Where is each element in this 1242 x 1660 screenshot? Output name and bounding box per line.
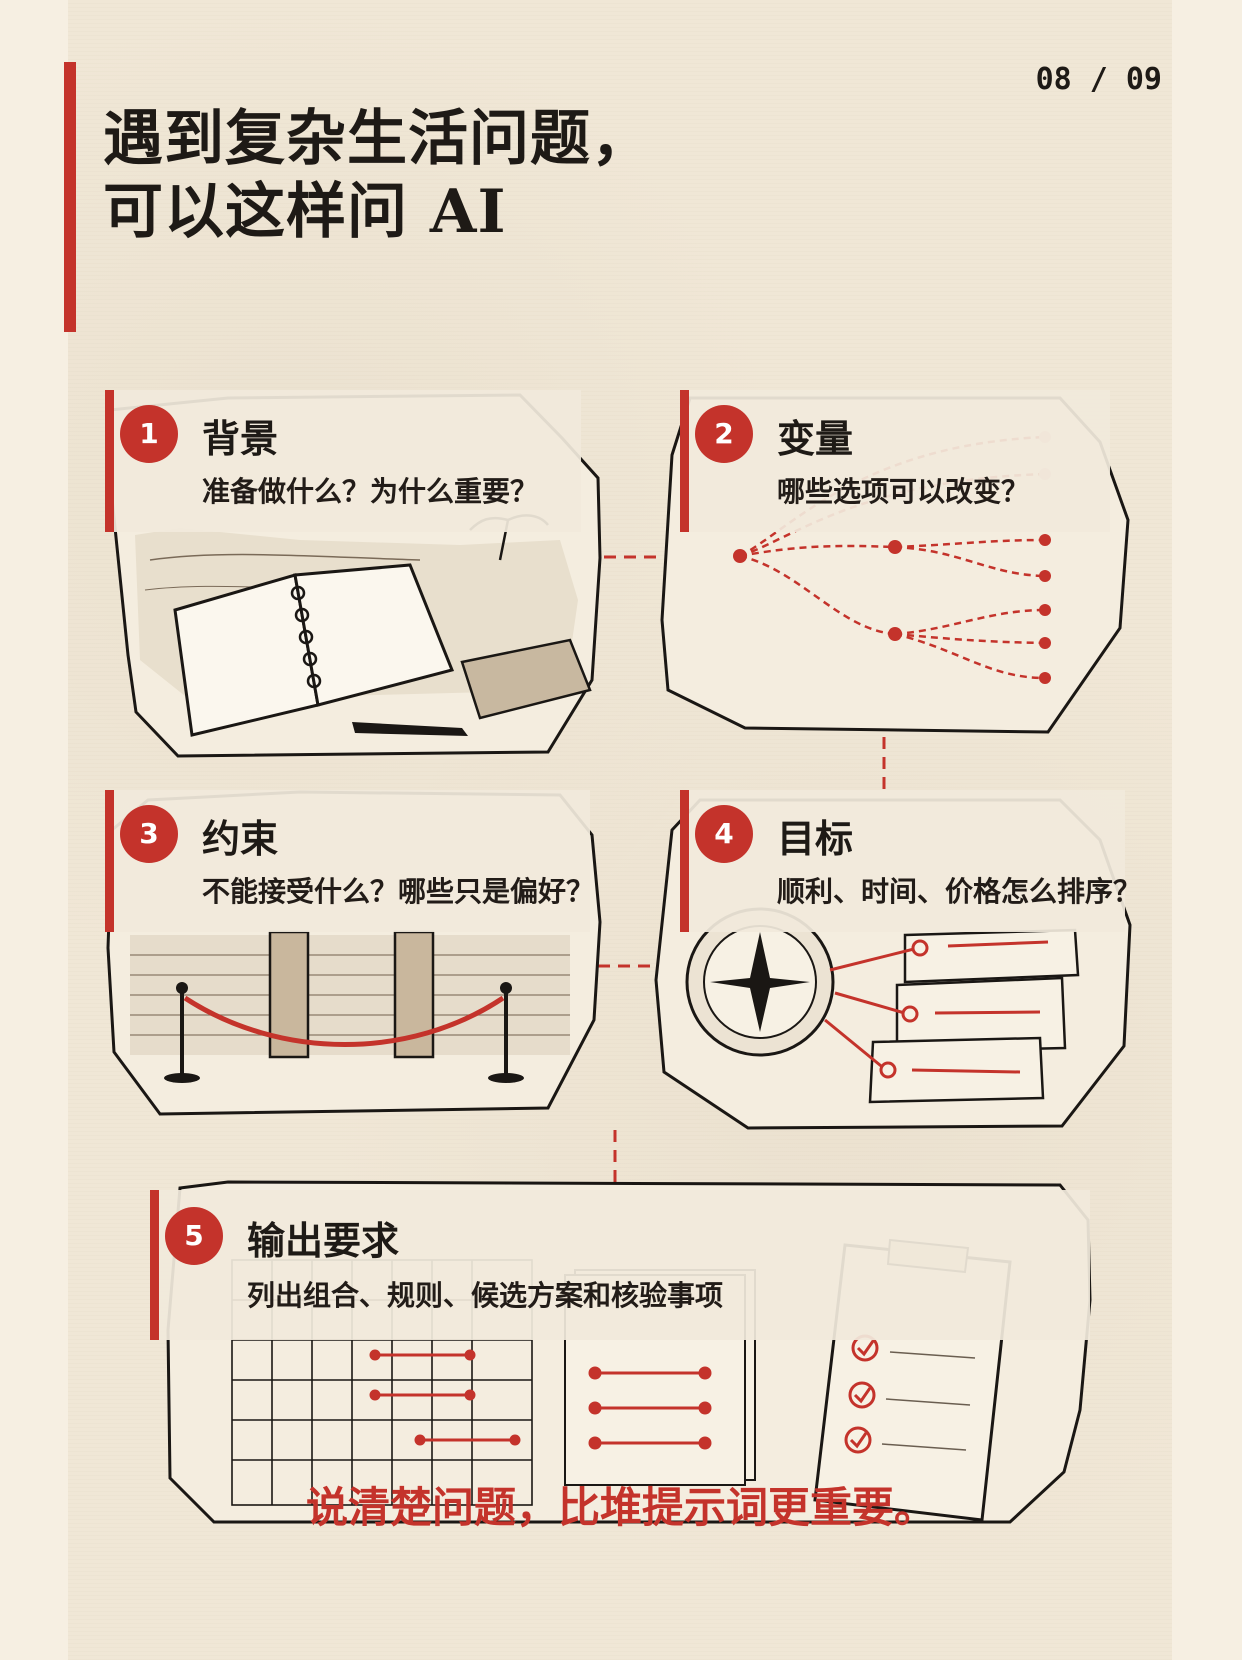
card-5-accent-bar — [150, 1190, 159, 1340]
card-4-title: 目标 — [777, 817, 854, 861]
card-3-header: 3 约束 不能接受什么？哪些只是偏好？ — [105, 790, 594, 932]
card-3-title: 约束 — [202, 817, 279, 861]
card-3-accent-bar — [105, 790, 114, 932]
card-1-subtitle: 准备做什么？为什么重要？ — [202, 475, 539, 508]
card-5-number-badge: 5 — [165, 1207, 223, 1265]
card-2-header: 2 变量 哪些选项可以改变？ — [680, 390, 1110, 532]
page-indicator: 08 / 09 — [1035, 62, 1162, 97]
card-5-title: 输出要求 — [247, 1219, 400, 1263]
card-4-number-badge: 4 — [695, 805, 753, 863]
card-3-subtitle: 不能接受什么？哪些只是偏好？ — [202, 875, 595, 908]
card-1-header: 1 背景 准备做什么？为什么重要？ — [105, 390, 581, 532]
footer-slogan: 说清楚问题，比堆提示词更重要。 — [305, 1483, 936, 1532]
dashed-connectors — [598, 555, 886, 1192]
card-2-accent-bar — [680, 390, 689, 532]
card-1-accent-bar — [105, 390, 114, 532]
card-4-accent-bar — [680, 790, 689, 932]
card-2-subtitle: 哪些选项可以改变？ — [777, 475, 1030, 508]
card-2-title: 变量 — [777, 417, 854, 461]
compass-tags-illustration — [685, 907, 1080, 1104]
page-title-line-2: 可以这样问 AI — [103, 177, 507, 247]
title-accent-bar — [64, 62, 76, 332]
card-5-header: 5 输出要求 列出组合、规则、候选方案和核验事项 — [150, 1190, 1090, 1340]
card-5-subtitle: 列出组合、规则、候选方案和核验事项 — [247, 1279, 724, 1312]
gate-barrier-illustration — [130, 930, 570, 1083]
card-4-subtitle: 顺利、时间、价格怎么排序？ — [777, 875, 1142, 908]
card-1-title: 背景 — [202, 417, 279, 461]
card-1-number-badge: 1 — [120, 405, 178, 463]
card-2-number-badge: 2 — [695, 405, 753, 463]
page-title-line-1: 遇到复杂生活问题， — [103, 104, 652, 174]
card-3-number-badge: 3 — [120, 805, 178, 863]
card-4-header: 4 目标 顺利、时间、价格怎么排序？ — [680, 790, 1141, 932]
notebook-illustration — [135, 514, 592, 737]
